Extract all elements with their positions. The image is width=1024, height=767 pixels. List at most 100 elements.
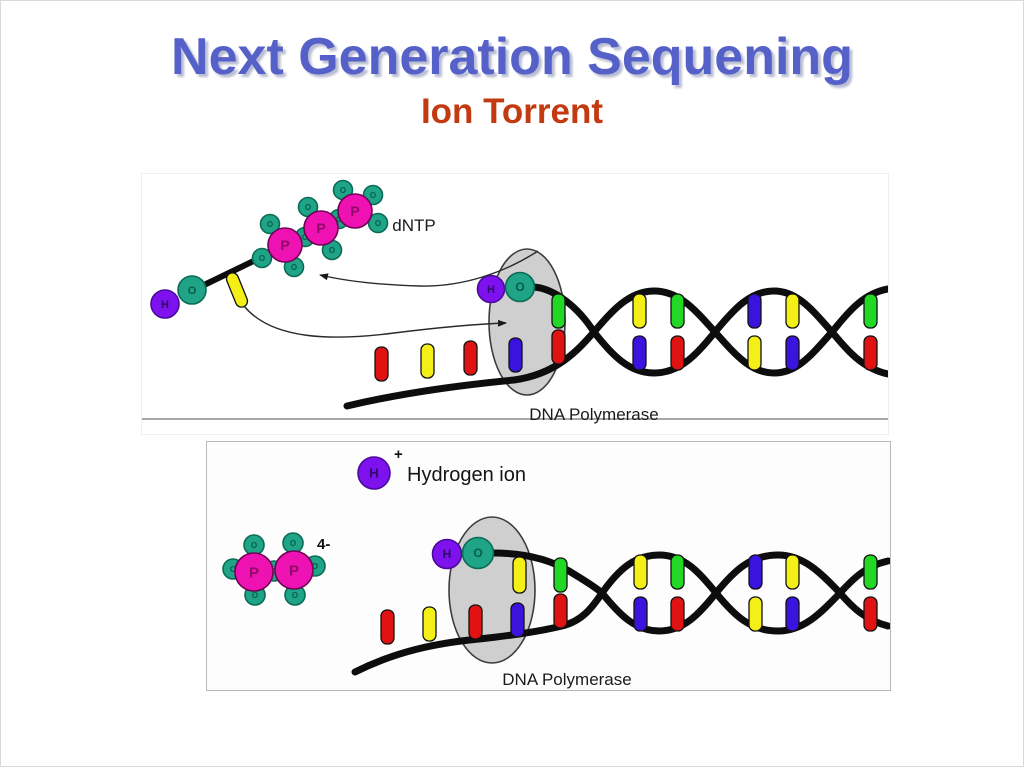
p-atom-letter: P <box>316 220 325 236</box>
base-red <box>863 335 878 371</box>
base-blue <box>510 602 525 638</box>
base-yellow <box>747 335 762 371</box>
dntp-label: dNTP <box>392 216 435 235</box>
slide-subtitle: Ion Torrent <box>420 92 604 132</box>
o-atom <box>259 213 281 235</box>
o-atom-letter: O <box>375 219 381 228</box>
base-yellow <box>512 556 527 594</box>
arrow-nucleotide-to-polymerase <box>243 305 507 338</box>
template-strand <box>351 551 890 676</box>
o-atom <box>461 536 495 570</box>
o-atom-letter: O <box>305 203 311 212</box>
base-red <box>463 340 478 376</box>
base-green <box>551 293 566 329</box>
o-atom-letter: O <box>329 246 335 255</box>
base-green <box>553 557 568 593</box>
o-atom-letter: O <box>515 280 524 294</box>
base-red <box>863 596 878 632</box>
base-red <box>468 604 483 640</box>
o-atom-letter: O <box>230 565 236 574</box>
o-atom <box>367 212 389 234</box>
o-atom <box>251 247 273 269</box>
base-yellow <box>632 293 647 329</box>
p-atom-letter: P <box>350 203 359 219</box>
o-atom-letter: O <box>251 541 257 550</box>
arrow-release-to-dntp <box>319 250 539 287</box>
p-atom-letter: P <box>249 564 259 581</box>
o-atom-letter: O <box>271 567 277 576</box>
base-green <box>670 554 685 590</box>
o-atom-letter: O <box>302 233 308 242</box>
base-yellow <box>785 293 800 329</box>
bottom-atoms: O O O O O O O P P H H O <box>222 456 495 606</box>
new-strand <box>529 283 888 378</box>
p-atom <box>267 227 303 263</box>
base-red <box>553 593 568 629</box>
bottom-polymerase-label: DNA Polymerase <box>502 670 631 689</box>
p-atom <box>303 210 339 246</box>
p-atom-letter: P <box>289 562 299 579</box>
base-blue <box>508 337 523 373</box>
h-atom-letter: H <box>369 466 378 481</box>
base-blue <box>785 335 800 371</box>
top-bases <box>225 272 878 382</box>
o-atom-letter: O <box>473 546 482 560</box>
h-atom <box>150 289 180 319</box>
p-atom-letter: P <box>280 237 289 253</box>
o-atom-letter: O <box>267 220 273 229</box>
base-red <box>551 329 566 365</box>
p-atom <box>234 552 274 592</box>
base-green <box>670 293 685 329</box>
base-red <box>670 596 685 632</box>
h-atom <box>357 456 391 490</box>
o-atom <box>504 271 536 303</box>
base-red <box>670 335 685 371</box>
template-strand <box>343 285 888 410</box>
o-atom-letter: O <box>336 215 342 224</box>
hydrogen-ion-charge: + <box>394 446 403 463</box>
o-atom-letter: O <box>312 562 318 571</box>
p-atom <box>337 193 373 229</box>
o-atom-letter: O <box>291 263 297 272</box>
base-yellow <box>748 596 763 632</box>
h-atom <box>476 274 506 304</box>
o-atom-letter: O <box>292 591 298 600</box>
base-blue <box>748 554 763 590</box>
base-blue <box>633 596 648 632</box>
o-atom <box>177 275 207 305</box>
base-blue <box>747 293 762 329</box>
h-atom <box>431 538 463 570</box>
base-blue <box>785 596 800 632</box>
h-atom-letter: H <box>487 284 495 296</box>
top-polymerase-label: DNA Polymerase <box>529 405 658 424</box>
o-atom-letter: O <box>188 285 197 297</box>
base-yellow <box>633 554 648 590</box>
base-red <box>380 609 395 645</box>
base-yellow <box>422 606 437 642</box>
o-atom-letter: O <box>340 186 346 195</box>
base-green <box>863 293 878 329</box>
o-atom-letter: O <box>252 591 258 600</box>
base-green <box>863 554 878 590</box>
h-atom-letter: H <box>443 547 452 561</box>
o-atom-letter: O <box>259 254 265 263</box>
o-atom-letter: O <box>290 539 296 548</box>
base-blue <box>632 335 647 371</box>
new-strand <box>489 549 890 635</box>
slide-title: Next Generation Sequening <box>171 28 853 86</box>
o-atom-letter: O <box>370 191 376 200</box>
bottom-bases <box>380 554 878 645</box>
p-atom <box>274 550 314 590</box>
base-red <box>374 346 389 382</box>
h-atom-letter: H <box>161 299 169 311</box>
base-yellow <box>420 343 435 379</box>
base-yellow <box>785 554 800 590</box>
base-yellow <box>225 272 249 308</box>
hydrogen-ion-label: Hydrogen ion <box>407 464 526 486</box>
